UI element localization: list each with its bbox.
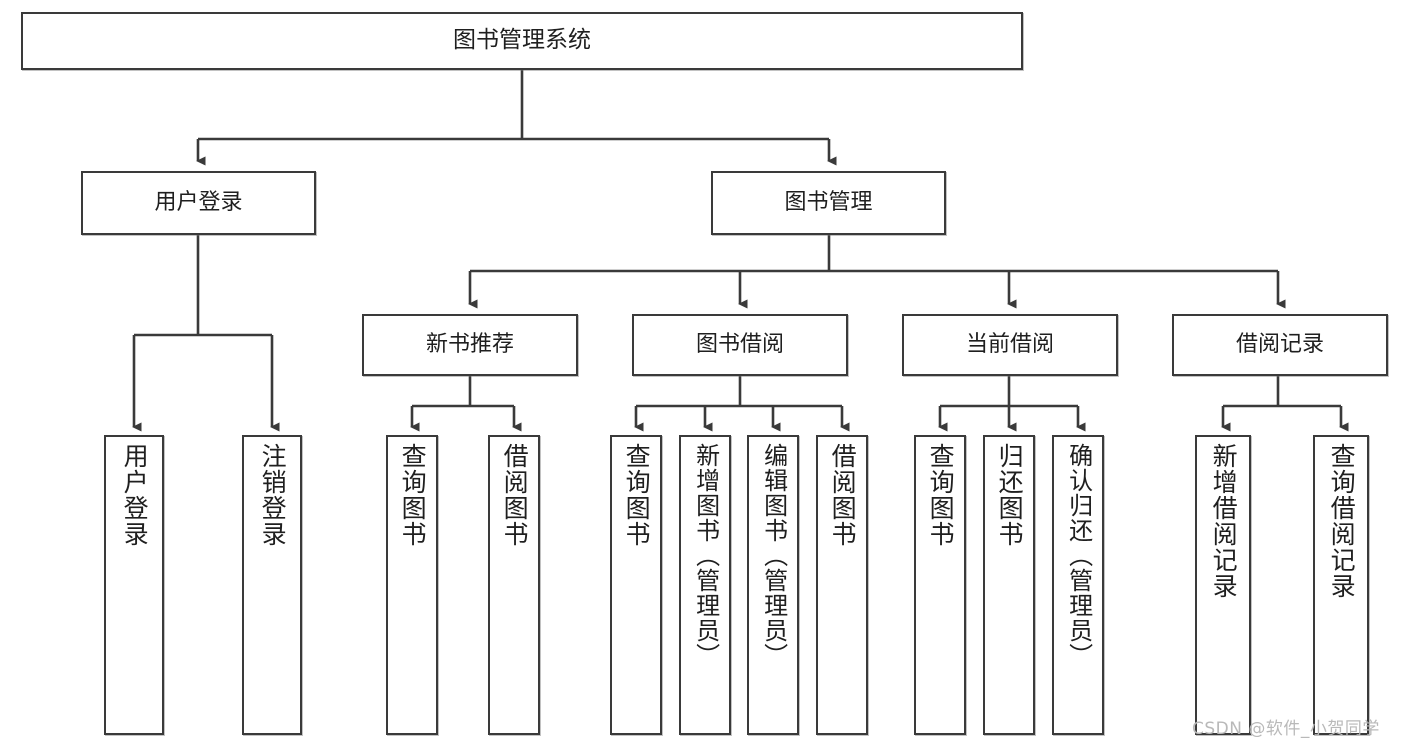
- node-leaf-borrow-book-recommend-label: 借阅图书: [500, 443, 530, 547]
- node-leaf-add-borrow-record-label: 新增借阅记录: [1209, 443, 1239, 599]
- node-leaf-logout-label: 注销登录: [258, 443, 288, 547]
- node-leaf-query-book[interactable]: 查询图书: [610, 435, 662, 735]
- node-user-login[interactable]: 用户登录: [81, 171, 316, 235]
- node-book-management-label: 图书管理: [784, 190, 873, 216]
- node-current-borrow-label: 当前借阅: [965, 332, 1054, 358]
- node-root-label: 图书管理系统: [453, 27, 591, 54]
- node-leaf-query-borrow-record[interactable]: 查询借阅记录: [1313, 435, 1369, 735]
- node-new-book-recommend[interactable]: 新书推荐: [362, 314, 578, 376]
- watermark-text: CSDN @软件_小贺同学: [1192, 719, 1380, 739]
- node-leaf-return-book[interactable]: 归还图书: [983, 435, 1035, 735]
- node-borrow-record[interactable]: 借阅记录: [1172, 314, 1388, 376]
- node-book-management[interactable]: 图书管理: [711, 171, 946, 235]
- node-current-borrow[interactable]: 当前借阅: [902, 314, 1118, 376]
- node-leaf-query-book-recommend[interactable]: 查询图书: [386, 435, 438, 735]
- node-leaf-edit-book-admin-label: 编辑图书（管理员）: [759, 443, 788, 668]
- node-leaf-user-login-label: 用户登录: [120, 443, 150, 547]
- node-leaf-return-book-label: 归还图书: [995, 443, 1025, 547]
- node-leaf-logout[interactable]: 注销登录: [242, 435, 302, 735]
- node-root-book-management-system[interactable]: 图书管理系统: [21, 12, 1023, 70]
- node-borrow-record-label: 借阅记录: [1235, 332, 1324, 358]
- node-leaf-borrow-book[interactable]: 借阅图书: [816, 435, 868, 735]
- node-leaf-add-borrow-record[interactable]: 新增借阅记录: [1195, 435, 1251, 735]
- node-leaf-add-book-admin-label: 新增图书（管理员）: [691, 443, 720, 668]
- node-user-login-label: 用户登录: [154, 190, 243, 216]
- node-leaf-borrow-book-recommend[interactable]: 借阅图书: [488, 435, 540, 735]
- node-leaf-confirm-return-admin[interactable]: 确认归还（管理员）: [1052, 435, 1104, 735]
- node-leaf-borrow-book-label: 借阅图书: [828, 443, 858, 547]
- node-leaf-query-book-recommend-label: 查询图书: [398, 443, 428, 547]
- node-leaf-query-book-current[interactable]: 查询图书: [914, 435, 966, 735]
- node-leaf-add-book-admin[interactable]: 新增图书（管理员）: [679, 435, 731, 735]
- node-leaf-query-book-label: 查询图书: [622, 443, 652, 547]
- node-leaf-edit-book-admin[interactable]: 编辑图书（管理员）: [747, 435, 799, 735]
- node-leaf-confirm-return-admin-label: 确认归还（管理员）: [1064, 443, 1093, 668]
- node-book-borrow[interactable]: 图书借阅: [632, 314, 848, 376]
- node-leaf-query-book-current-label: 查询图书: [926, 443, 956, 547]
- node-leaf-query-borrow-record-label: 查询借阅记录: [1327, 443, 1357, 599]
- node-new-book-recommend-label: 新书推荐: [425, 332, 514, 358]
- node-leaf-user-login[interactable]: 用户登录: [104, 435, 164, 735]
- node-book-borrow-label: 图书借阅: [695, 332, 784, 358]
